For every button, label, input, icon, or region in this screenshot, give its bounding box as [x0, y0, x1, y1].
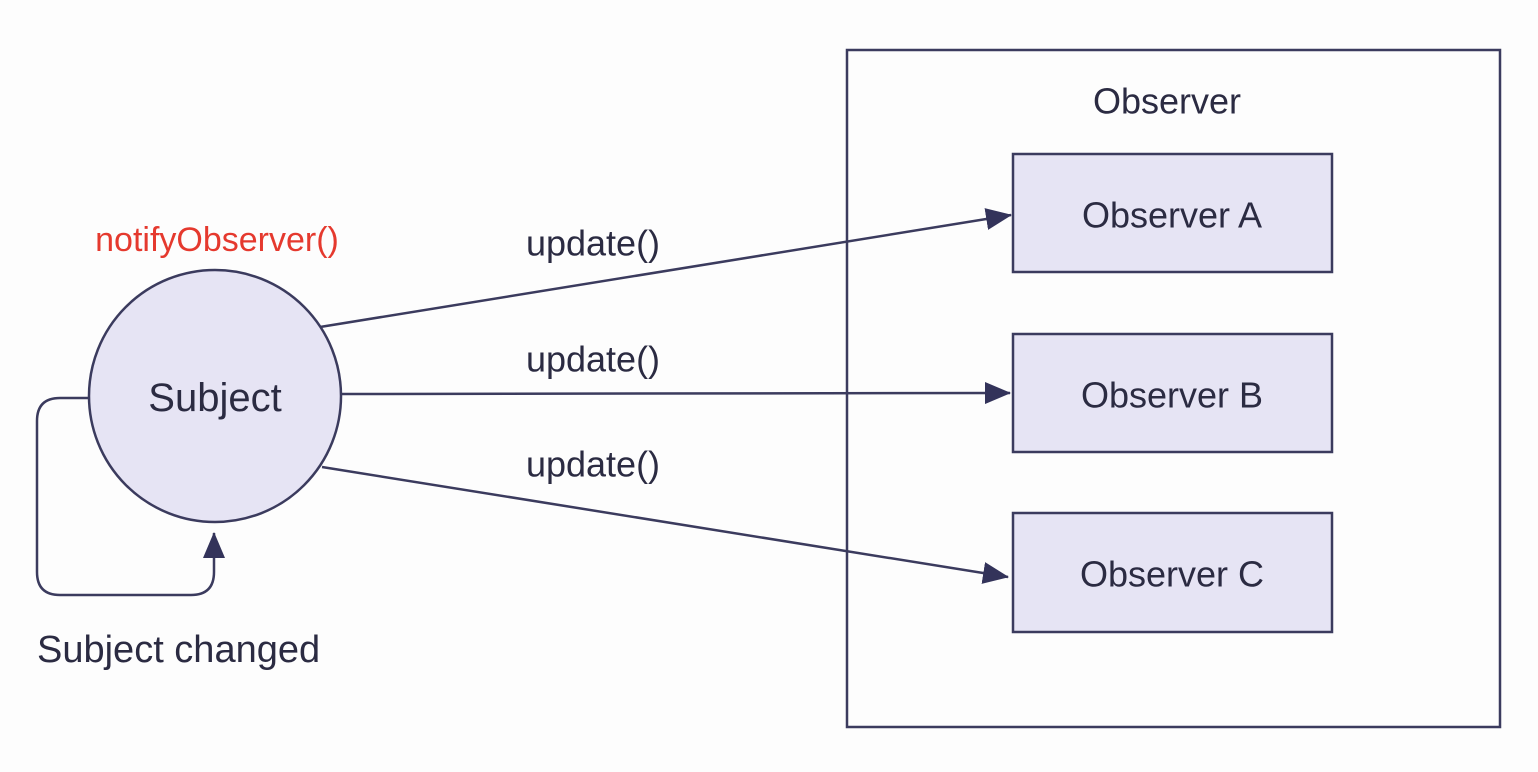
self-loop-arrow: [35, 396, 225, 597]
arrow-to-observer-b: [341, 382, 1011, 405]
subject-node: [87, 268, 343, 524]
update-label-a: update(): [526, 223, 660, 264]
observer-c-node: [1011, 511, 1334, 634]
arrow-to-observer-c: [321, 465, 1009, 584]
observer-container-title: Observer: [1093, 81, 1241, 122]
subject-changed-label: Subject changed: [37, 629, 320, 671]
observer-a-node: [1011, 152, 1334, 274]
observer-c-label: Observer C: [1080, 554, 1264, 595]
observer-container: [845, 48, 1502, 729]
observer-b-label: Observer B: [1081, 375, 1263, 416]
notify-observer-label: notifyObserver(): [95, 221, 339, 259]
update-label-c: update(): [526, 444, 660, 485]
arrow-to-observer-a: [319, 208, 1012, 329]
observer-a-label: Observer A: [1082, 195, 1262, 236]
update-label-b: update(): [526, 339, 660, 380]
subject-label: Subject: [148, 376, 281, 420]
observer-b-node: [1011, 332, 1334, 454]
